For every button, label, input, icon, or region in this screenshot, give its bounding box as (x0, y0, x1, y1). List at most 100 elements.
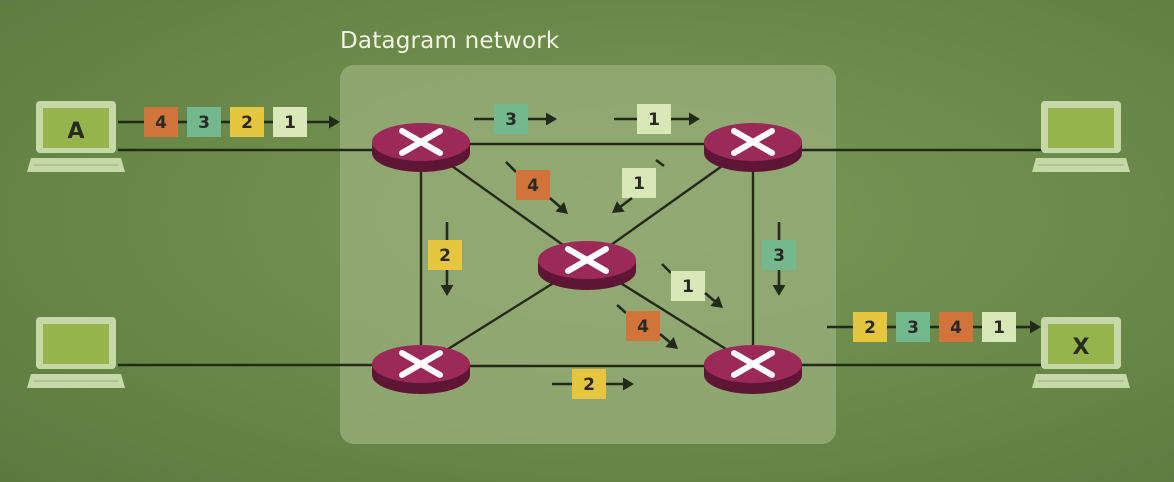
arrow-head (772, 285, 786, 296)
packet-1: 1 (622, 168, 656, 198)
diagram-title: Datagram network (340, 28, 560, 54)
arrow-head (1030, 320, 1041, 334)
laptop-screen (43, 324, 109, 364)
direction-arrow-icon (671, 112, 700, 126)
packet-1: 1 (273, 107, 307, 137)
in-transit-packet: 2 (552, 369, 634, 399)
packet-box (494, 104, 528, 134)
packet-box (187, 107, 221, 137)
router-center (538, 241, 636, 290)
packet-1: 1 (637, 104, 671, 134)
packet-3: 3 (187, 107, 221, 137)
direction-arrow-icon (528, 112, 557, 126)
packet-box (273, 107, 307, 137)
direction-arrow-icon (549, 197, 568, 214)
packet-2: 2 (230, 107, 264, 137)
packet-number: 1 (284, 113, 296, 133)
queue-arrow-icon (1016, 320, 1041, 334)
packet-number: 3 (198, 113, 210, 133)
laptop-bottom-left (27, 317, 125, 388)
packet-tail (655, 158, 665, 168)
arrow-head (623, 377, 634, 391)
destination-packet-queue: 2 3 4 1 (827, 312, 1041, 342)
packet-box (637, 104, 671, 134)
laptop-label: X (1073, 335, 1090, 360)
packet-number: 2 (583, 375, 595, 395)
packet-number: 1 (648, 110, 660, 130)
packet-number: 2 (439, 246, 451, 266)
packet-number: 2 (864, 318, 876, 338)
packet-2: 2 (853, 312, 887, 342)
packet-3: 3 (762, 240, 796, 270)
laptop-label: A (67, 119, 84, 144)
packet-box (230, 107, 264, 137)
queue-arrow-icon (307, 115, 340, 129)
packet-4: 4 (939, 312, 973, 342)
packet-tail (616, 304, 627, 314)
packet-box (572, 369, 606, 399)
packet-number: 1 (633, 174, 645, 194)
packet-4: 4 (626, 311, 660, 341)
direction-arrow-icon (606, 377, 634, 391)
arrow-head (665, 336, 678, 349)
arrow-shaft (659, 333, 671, 343)
router-bottom-right (704, 345, 802, 394)
packet-box (626, 311, 660, 341)
packet-box (896, 312, 930, 342)
packet-number: 3 (505, 110, 517, 130)
arrow-shaft (704, 292, 716, 302)
packet-number: 4 (637, 317, 649, 337)
arrow-shaft (620, 196, 633, 208)
packet-box (428, 240, 462, 270)
packet-4: 4 (516, 170, 550, 200)
packet-tail (661, 263, 672, 274)
arrow-head (710, 295, 723, 308)
arrow-head (440, 285, 454, 296)
packet-box (762, 240, 796, 270)
packet-number: 3 (907, 318, 919, 338)
router-top-right (704, 123, 802, 172)
in-transit-packet: 4 (505, 161, 568, 214)
direction-arrow-icon (659, 333, 678, 349)
router-cross-icon (565, 246, 609, 274)
packet-number: 4 (950, 318, 962, 338)
packet-box (622, 168, 656, 198)
laptop-top-left: A (27, 101, 125, 172)
packet-number: 4 (527, 176, 539, 196)
packet-2: 2 (572, 369, 606, 399)
in-transit-packet: 2 (428, 222, 462, 296)
arrow-head (612, 201, 625, 213)
packet-box (144, 107, 178, 137)
direction-arrow-icon (704, 292, 723, 308)
in-transit-packet: 1 (612, 158, 665, 213)
packet-1: 1 (671, 271, 705, 301)
laptop-screen (43, 108, 109, 148)
router-cross-icon (731, 128, 775, 156)
packet-box (982, 312, 1016, 342)
packet-3: 3 (494, 104, 528, 134)
packet-number: 1 (682, 277, 694, 297)
router-cross-icon (399, 350, 443, 378)
router-bottom-left (372, 345, 470, 394)
packet-number: 3 (773, 246, 785, 266)
packet-box (939, 312, 973, 342)
laptop-top-right (1032, 101, 1130, 172)
arrow-shaft (549, 197, 561, 208)
packet-number: 1 (993, 318, 1005, 338)
direction-arrow-icon (440, 270, 454, 296)
in-transit-packet: 4 (616, 304, 678, 349)
laptop-screen (1048, 324, 1114, 364)
in-transit-packet: 3 (474, 104, 557, 134)
arrow-head (689, 112, 700, 126)
packet-3: 3 (896, 312, 930, 342)
in-transit-packet: 1 (661, 263, 723, 308)
router-top-left (372, 123, 470, 172)
packet-box (516, 170, 550, 200)
in-transit-packet: 3 (762, 222, 796, 296)
packet-number: 4 (155, 113, 167, 133)
packet-tail (505, 161, 517, 173)
arrow-head (555, 201, 568, 214)
packet-box (853, 312, 887, 342)
laptop-bottom-right: X (1032, 317, 1130, 388)
